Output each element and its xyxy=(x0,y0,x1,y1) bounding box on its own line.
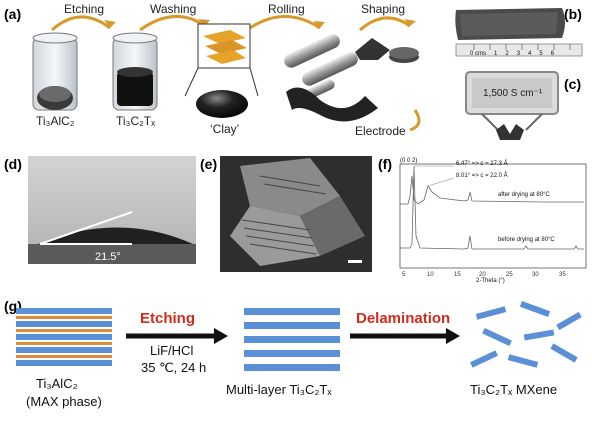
arrow-shaping xyxy=(359,16,411,32)
svg-text:5: 5 xyxy=(402,272,406,278)
clay-flakes-inset xyxy=(184,23,259,97)
multilayer-label: Multi-layer Ti₃C₂Tₓ xyxy=(226,382,332,397)
step-rolling: Rolling xyxy=(268,2,305,16)
panel-label-d: (d) xyxy=(4,156,22,172)
contact-angle-image xyxy=(28,156,196,264)
panel-label-b: (b) xyxy=(564,6,582,22)
rollers xyxy=(284,34,378,122)
mxene-flakes xyxy=(470,301,582,368)
xrd-annotation-2: 8.01° => c = 22.0 Å xyxy=(456,173,508,179)
step-etching: Etching xyxy=(64,2,105,16)
etching-label: Etching xyxy=(140,310,195,327)
multilayer-stack xyxy=(244,308,340,371)
svg-text:30: 30 xyxy=(532,272,539,278)
conductivity-demo xyxy=(465,71,559,140)
delamination-schematic xyxy=(16,301,582,371)
xrd-annotation-1: 6.47° => c = 27.3 Å xyxy=(456,161,508,167)
clay-blob xyxy=(196,90,248,118)
etching-conditions-2: 35 ℃, 24 h xyxy=(141,360,207,375)
droplet xyxy=(28,211,196,264)
step-washing: Washing xyxy=(150,2,197,16)
panel-label-c: (c) xyxy=(564,76,582,92)
etching-conditions-1: LiF/HCl xyxy=(150,343,194,358)
panel-label-f: (f) xyxy=(378,156,392,172)
fabrication-schematic xyxy=(32,14,421,132)
trace-before xyxy=(400,165,584,250)
series-after-label: after drying at 80°C xyxy=(498,192,550,198)
arrow-etching xyxy=(51,15,111,32)
contact-angle-value: 21.5° xyxy=(95,251,121,263)
delamination-label: Delamination xyxy=(356,310,451,327)
arrow-washing xyxy=(139,14,206,32)
mxene-label: Ti₃C₂Tₓ MXene xyxy=(470,382,558,397)
xrd-xlabel: 2-Theta (°) xyxy=(476,278,505,284)
label-electrode: Electrode xyxy=(355,124,406,138)
svg-text:25: 25 xyxy=(506,272,513,278)
step-shaping: Shaping xyxy=(361,2,406,16)
panel-label-a: (a) xyxy=(4,6,22,22)
label-ti3c2tx: Ti₃C₂Tₓ xyxy=(116,114,156,128)
beaker-ti3c2tx xyxy=(112,32,158,111)
xrd-peak-label: (0 0 2) xyxy=(400,158,418,164)
svg-text:35: 35 xyxy=(559,272,566,278)
svg-text:15: 15 xyxy=(454,272,461,278)
film-photo xyxy=(455,8,583,57)
label-ti3alc2: Ti₃AlC₂ xyxy=(36,114,75,128)
panel-label-e: (e) xyxy=(200,156,218,172)
xrd-plot: 5 10 15 20 25 30 35 xyxy=(399,163,587,278)
beaker-ti3alc2 xyxy=(32,32,78,111)
trace-after xyxy=(400,175,584,205)
shaped-electrodes xyxy=(355,38,419,63)
max-phase-stack xyxy=(16,308,112,366)
sem-image xyxy=(220,156,372,272)
max-label-2: (MAX phase) xyxy=(26,394,102,409)
max-label-1: Ti₃AlC₂ xyxy=(36,376,78,391)
label-clay: ‘Clay’ xyxy=(210,122,240,136)
svg-text:10: 10 xyxy=(427,272,434,278)
arrow-rolling xyxy=(249,15,321,30)
conductivity-value: 1,500 S cm⁻¹ xyxy=(483,88,543,99)
svg-text:20: 20 xyxy=(479,272,486,278)
series-before-label: before drying at 80°C xyxy=(498,237,555,243)
